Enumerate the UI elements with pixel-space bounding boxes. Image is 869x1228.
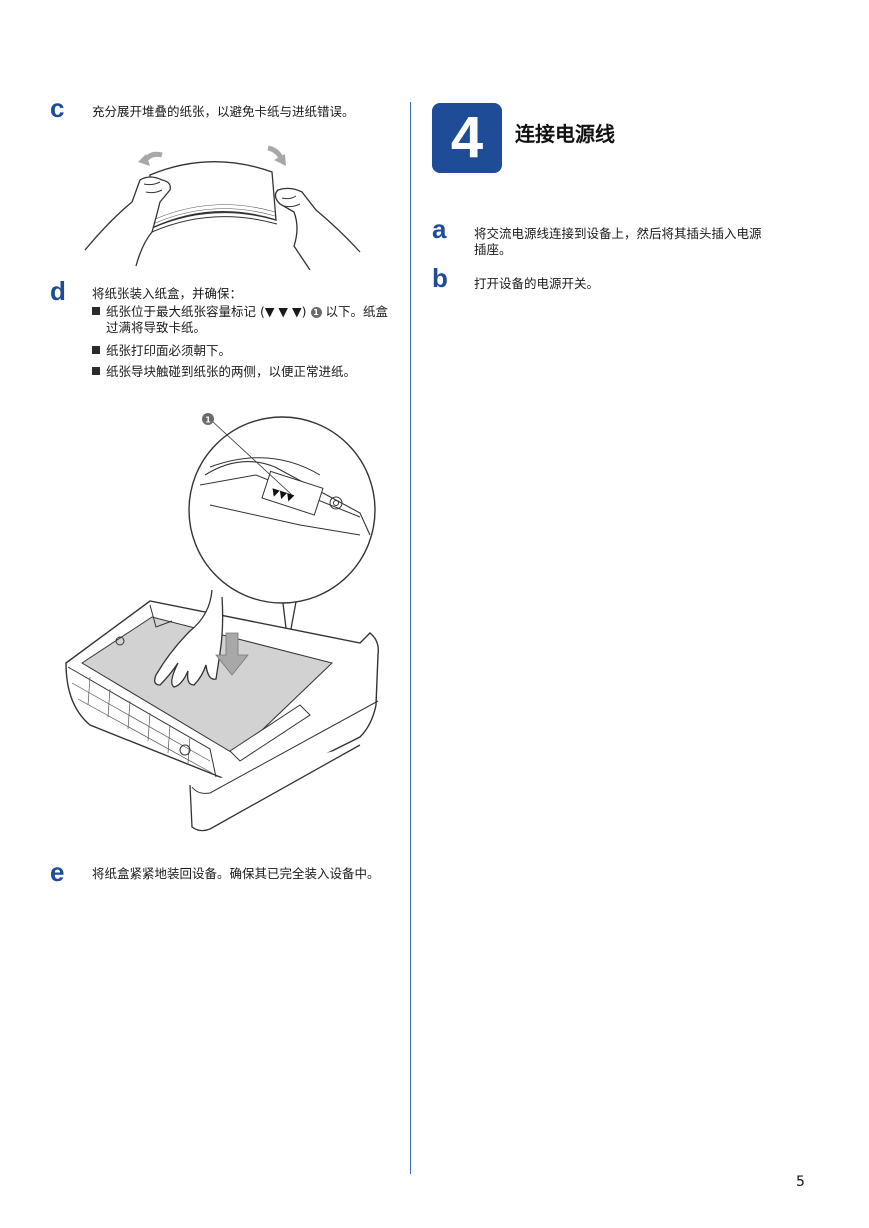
callout-marker: 1: [310, 307, 322, 318]
column-divider: [410, 102, 411, 1174]
step-a-text: 将交流电源线连接到设备上，然后将其插头插入电源插座。: [474, 226, 762, 257]
step-letter-c: c: [50, 93, 65, 123]
paper-tray-illustration: ▼▼▼ 1: [65, 413, 380, 832]
section-title: 连接电源线: [515, 122, 615, 146]
step-d-text: 将纸张装入纸盒，并确保：: [92, 286, 243, 301]
bullet-face-down-text: 纸张打印面必须朝下。: [106, 343, 232, 358]
step-letter-d: d: [50, 276, 66, 306]
step-e-text: 将纸盒紧紧地装回设备。确保其已完全装入设备中。: [92, 866, 380, 881]
step-letter-a: a: [432, 214, 447, 244]
bullet-square: [92, 346, 100, 354]
bullet-item-guides: 纸张导块触碰到纸张的两侧，以便正常进纸。: [92, 364, 392, 380]
bullet-item-face-down: 纸张打印面必须朝下。: [92, 343, 392, 359]
page-number: 5: [796, 1174, 805, 1190]
step-letter-e: e: [50, 857, 65, 887]
step-b-text: 打开设备的电源开关。: [474, 276, 600, 291]
bullet-item-capacity: 纸张位于最大纸张容量标记 (▼ ▼ ▼) 1 以下。纸盒过满将导致卡纸。: [92, 304, 392, 336]
illustration-callout: 1: [205, 416, 211, 425]
bullet-guides-text: 纸张导块触碰到纸张的两侧，以便正常进纸。: [106, 364, 357, 379]
bullet-capacity-text-b: 以下。纸盒过满将导致卡纸。: [106, 304, 388, 335]
bullet-square: [92, 367, 100, 375]
step-number-box: 4: [432, 103, 502, 173]
step-letter-b: b: [432, 263, 448, 293]
bullet-capacity-text-a: 纸张位于最大纸张容量标记 (▼ ▼ ▼): [106, 304, 307, 319]
fan-paper-illustration: [84, 145, 361, 270]
bullet-square: [92, 307, 100, 315]
step-c-text: 充分展开堆叠的纸张，以避免卡纸与进纸错误。: [92, 104, 355, 119]
